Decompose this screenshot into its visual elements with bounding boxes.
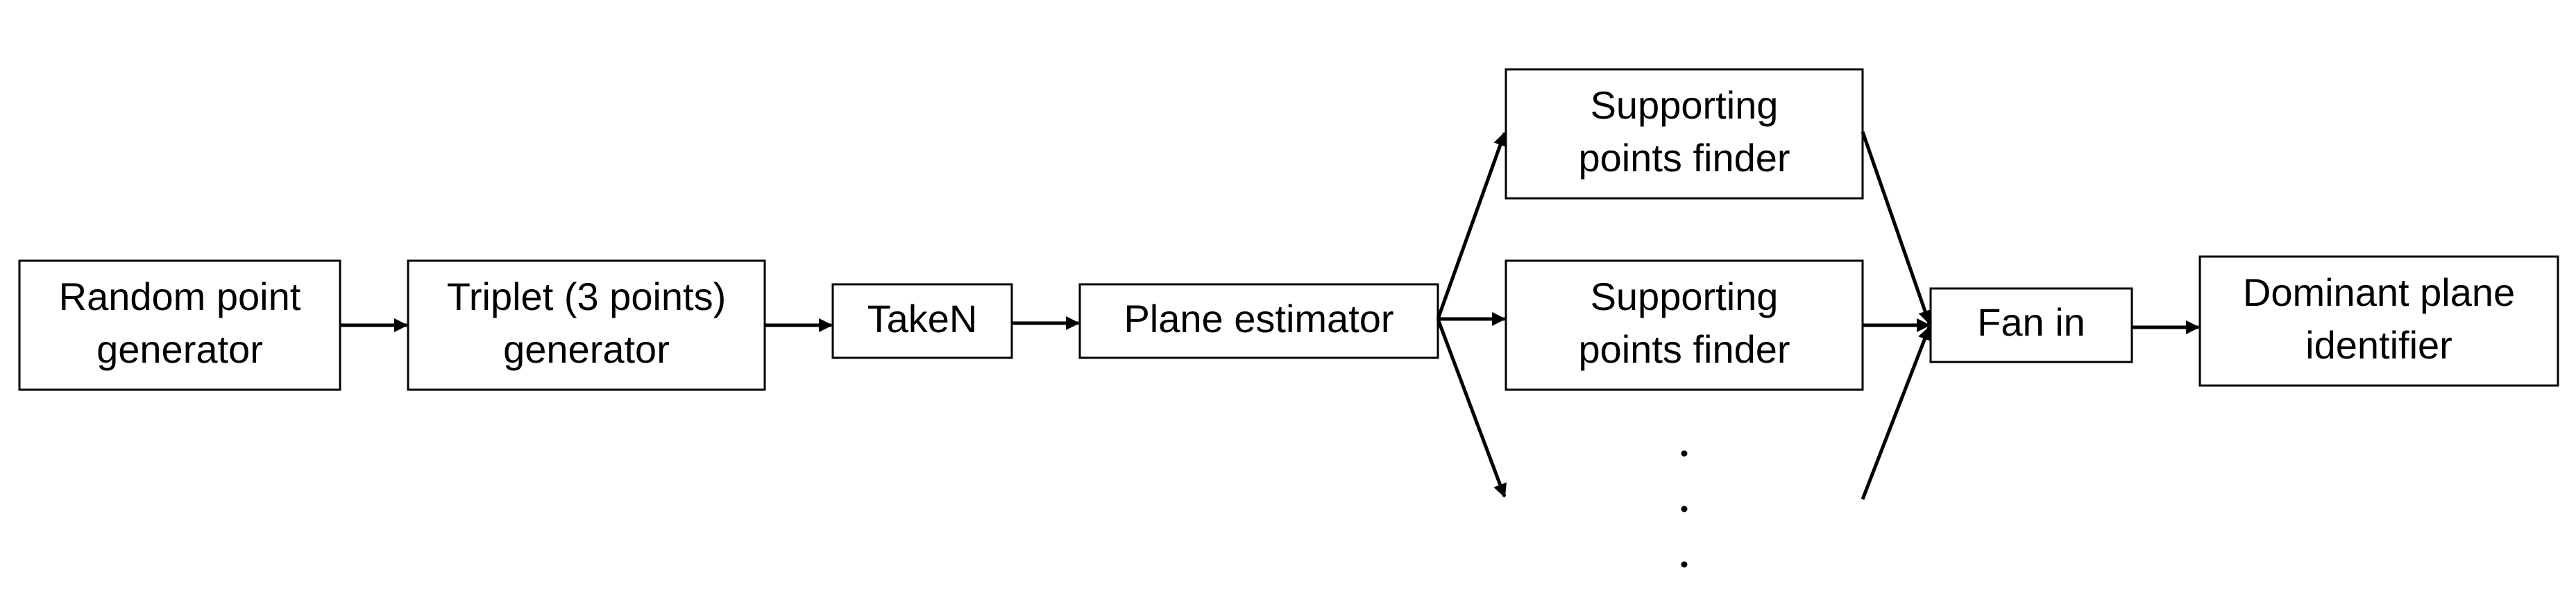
edge-finder-1-to-fan-in [1861,131,1932,325]
ellipsis-dot-3 [1681,561,1688,568]
take-n-box [831,283,1013,359]
dominant-plane-identifier-node: Dominant plane identifier [2198,255,2559,387]
triplet-generator-node: Triplet (3 points) generator [407,259,766,391]
supporting-points-finder-2-label-line2: points finder [1578,327,1790,371]
edge-finder-n-to-fan-in [1861,326,1931,500]
take-n-node: TakeN [831,283,1013,359]
take-n-label: TakeN [867,297,978,340]
fan-in-label: Fan in [1977,300,2085,344]
supporting-points-finder-box-1 [1505,68,1864,200]
triplet-generator-label-line2: generator [503,327,670,371]
fan-in-node: Fan in [1929,287,2133,363]
dominant-plane-identifier-box [2198,255,2559,387]
random-point-generator-node: Random point generator [18,259,341,391]
fan-in-box [1929,287,2133,363]
ellipsis-dot-2 [1681,506,1688,512]
triplet-generator-label-line1: Triplet (3 points) [447,275,727,318]
ellipsis-dot-1 [1681,450,1688,457]
random-point-generator-label-line2: generator [96,327,263,371]
supporting-points-finder-1-label-line1: Supporting [1591,83,1779,127]
triplet-generator-box [407,259,766,391]
supporting-points-finder-1-label-line2: points finder [1578,136,1790,180]
supporting-points-finder-node-1: Supporting points finder [1505,68,1864,200]
edge-plane-estimator-to-finder-1 [1436,132,1507,320]
dominant-plane-identifier-label-line1: Dominant plane [2243,270,2515,314]
supporting-points-finder-node-2: Supporting points finder [1505,259,1864,391]
plane-estimator-label: Plane estimator [1124,297,1393,340]
dominant-plane-identifier-label-line2: identifier [2305,323,2452,367]
vertical-ellipsis [1681,450,1688,568]
random-point-generator-label-line1: Random point [59,275,301,318]
plane-estimator-node: Plane estimator [1078,283,1439,359]
supporting-points-finder-2-label-line1: Supporting [1591,275,1779,318]
random-point-generator-box [18,259,341,391]
edge-plane-estimator-to-finder-n [1436,318,1507,498]
supporting-points-finder-box-2 [1505,259,1864,391]
